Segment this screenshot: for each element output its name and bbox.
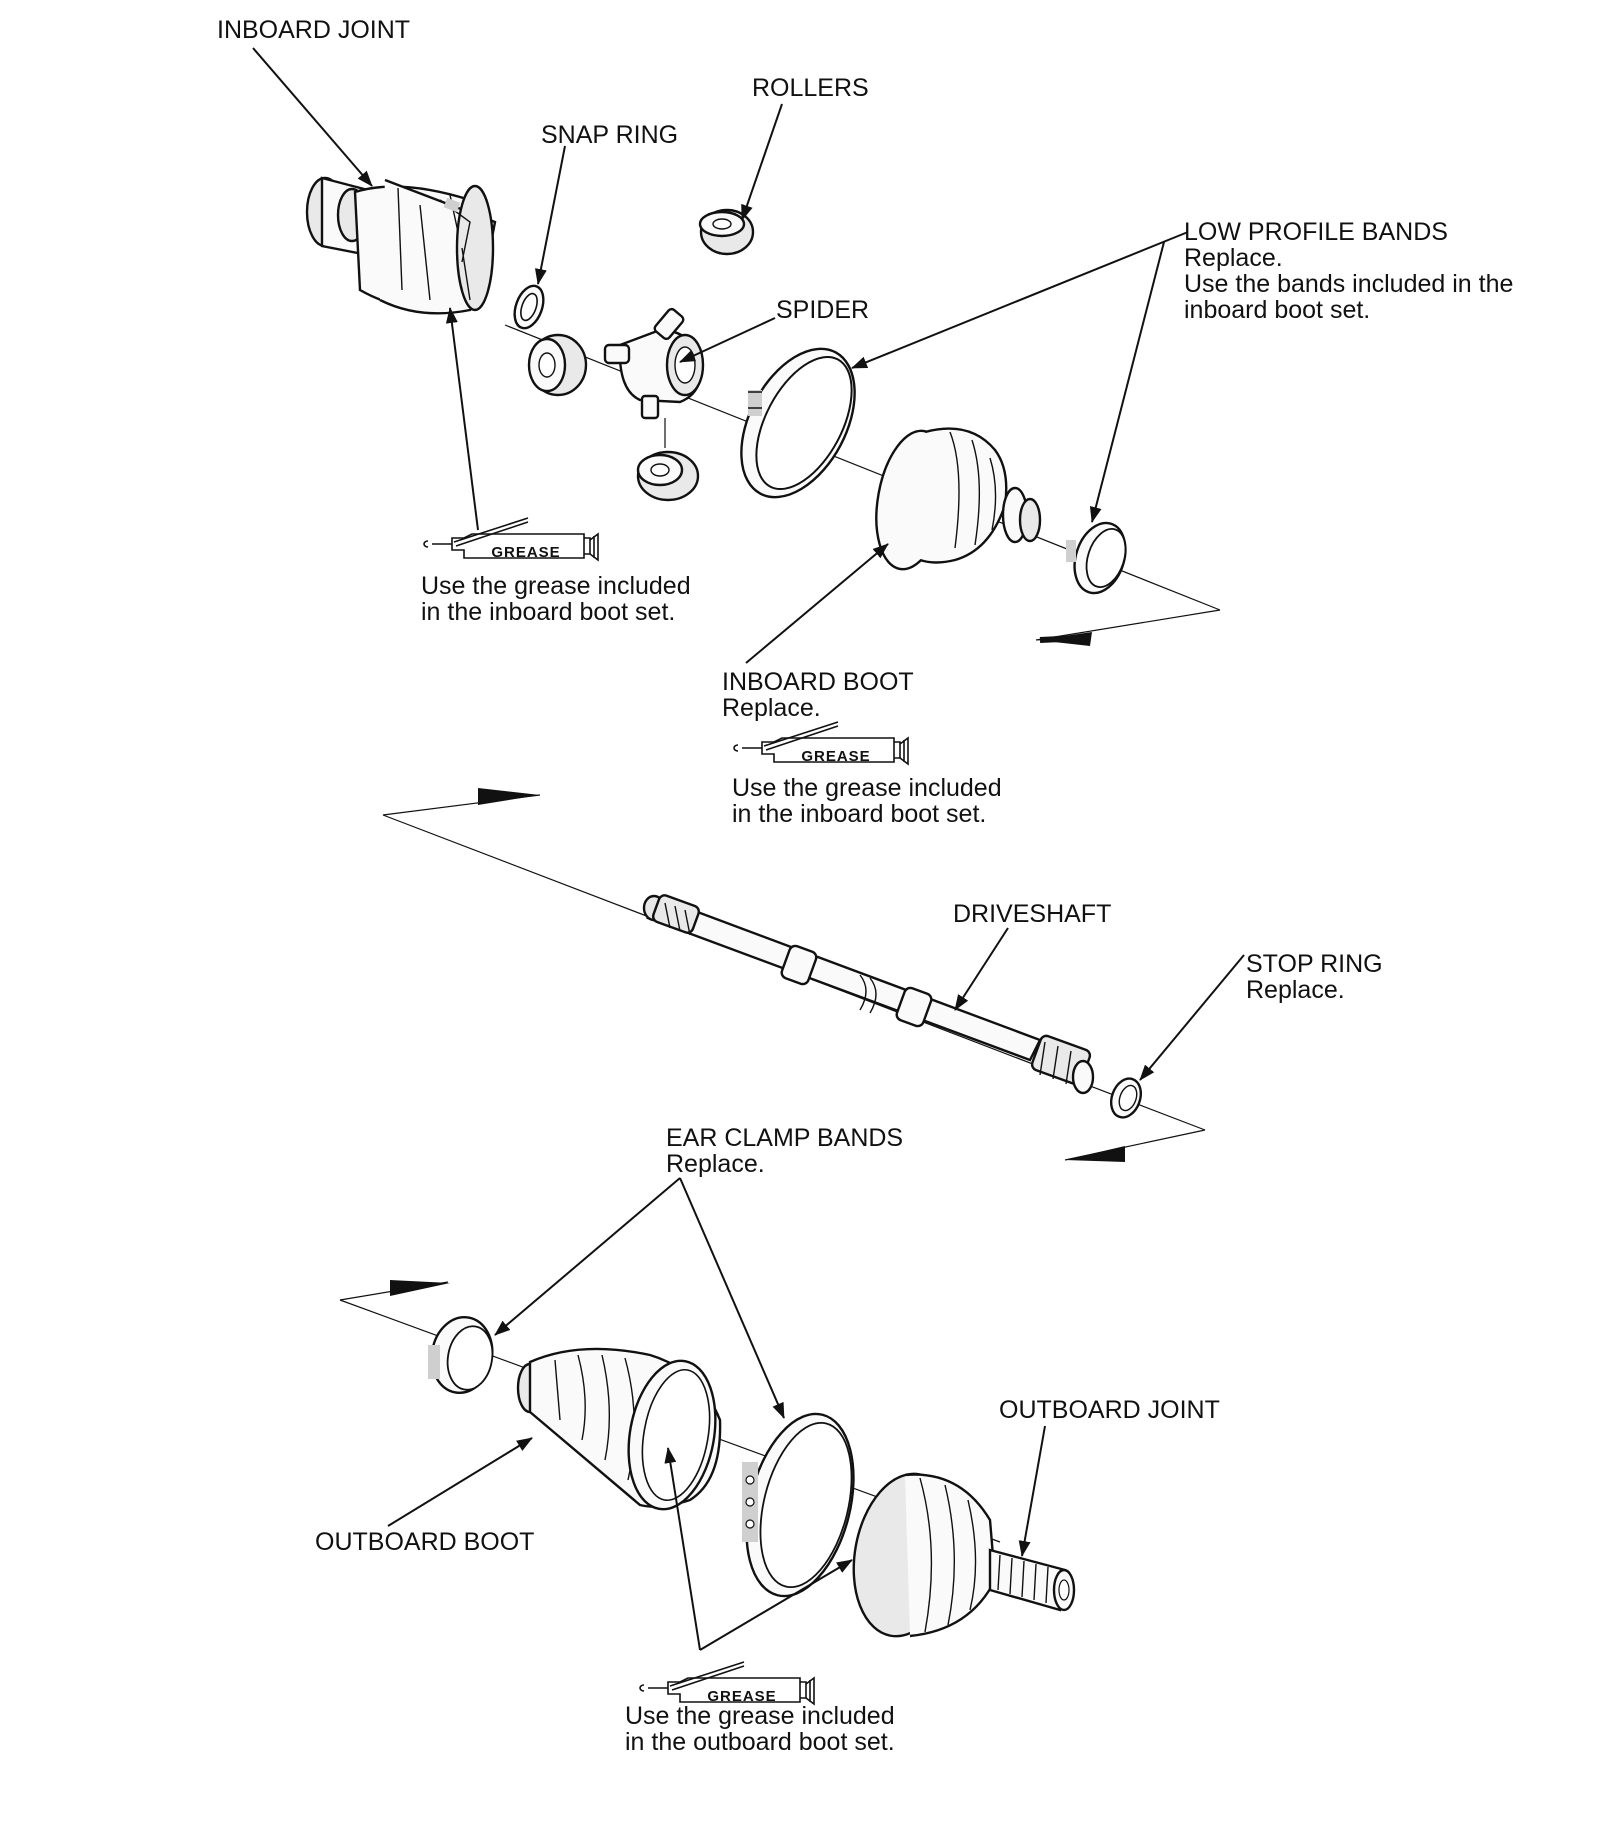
grease-gun-icon: GREASE	[639, 1661, 815, 1705]
spider-part	[603, 307, 705, 420]
snap-ring-part	[513, 284, 545, 330]
label-ear-clamp-bands-replace: Replace.	[666, 1150, 765, 1178]
leader-lines	[252, 47, 1245, 1651]
grease-note-inboard-joint-2: in the inboard boot set.	[421, 598, 675, 626]
grease-note-outboard-2: in the outboard boot set.	[625, 1728, 895, 1756]
grease-note-inboard-joint-1: Use the grease included	[421, 572, 691, 600]
label-inboard-boot-replace: Replace.	[722, 694, 821, 722]
svg-text:GREASE: GREASE	[707, 1688, 776, 1705]
inboard-boot-part	[875, 427, 1042, 571]
label-stop-ring-replace: Replace.	[1246, 976, 1345, 1004]
label-stop-ring: STOP RING	[1246, 950, 1383, 978]
low-profile-band-small-part	[1066, 521, 1127, 595]
grease-note-inboard-boot-2: in the inboard boot set.	[732, 800, 986, 828]
low-profile-band-large-part	[740, 347, 856, 499]
label-inboard-boot: INBOARD BOOT	[722, 668, 914, 696]
svg-text:GREASE: GREASE	[801, 748, 870, 765]
label-low-profile-bands-replace: Replace.	[1184, 244, 1283, 272]
ear-clamp-band-large-part	[742, 1412, 855, 1598]
inboard-joint-part	[305, 176, 497, 315]
label-outboard-joint: OUTBOARD JOINT	[999, 1396, 1220, 1424]
outboard-joint-part	[852, 1472, 1076, 1638]
label-spider: SPIDER	[776, 296, 869, 324]
label-ear-clamp-bands: EAR CLAMP BANDS	[666, 1124, 903, 1152]
roller-top-part	[698, 208, 755, 256]
label-driveshaft: DRIVESHAFT	[953, 900, 1111, 928]
driveshaft-part	[642, 894, 1095, 1095]
grease-note-inboard-boot-1: Use the grease included	[732, 774, 1002, 802]
grease-gun-icon: GREASE	[423, 517, 599, 561]
ear-clamp-band-small-part	[428, 1316, 494, 1394]
continuation-arrow-2	[478, 788, 540, 805]
label-low-profile-bands-note-1: Use the bands included in the	[1184, 270, 1513, 298]
stop-ring-part	[1109, 1077, 1143, 1119]
label-inboard-joint: INBOARD JOINT	[217, 16, 410, 44]
grease-note-outboard-1: Use the grease included	[625, 1702, 895, 1730]
label-outboard-boot: OUTBOARD BOOT	[315, 1528, 534, 1556]
callout-labels: INBOARD JOINT SNAP RING ROLLERS SPIDER L…	[217, 16, 1513, 1756]
roller-bottom-part	[636, 418, 700, 502]
driveshaft-assembly	[382, 788, 1206, 1162]
continuation-arrow-3	[1065, 1146, 1125, 1162]
outboard-assembly	[339, 1280, 1076, 1638]
continuation-arrow-4	[390, 1280, 450, 1296]
roller-left-part	[527, 333, 588, 397]
outboard-boot-part	[516, 1347, 722, 1511]
label-snap-ring: SNAP RING	[541, 121, 678, 149]
label-low-profile-bands: LOW PROFILE BANDS	[1184, 218, 1448, 246]
svg-text:GREASE: GREASE	[491, 544, 560, 561]
grease-gun-icon: GREASE	[733, 721, 909, 765]
label-rollers: ROLLERS	[752, 74, 869, 102]
inboard-assembly	[305, 176, 1221, 646]
label-low-profile-bands-note-2: inboard boot set.	[1184, 296, 1370, 324]
